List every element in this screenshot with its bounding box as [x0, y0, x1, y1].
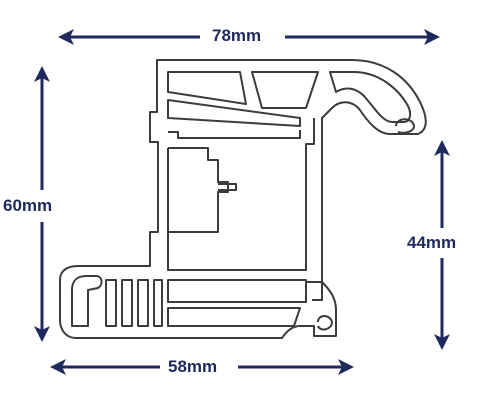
arrowhead-right-bottom: [434, 334, 450, 350]
bottom-chamber-slot-1: [105, 279, 117, 327]
left-dimension-label: 60mm: [2, 196, 54, 216]
arrowhead-top-right: [424, 29, 440, 45]
bottom-chamber-slot-4: [153, 279, 163, 327]
bottom-dimension-label: 58mm: [164, 357, 222, 377]
arrowheads: [34, 29, 450, 375]
top-dimension-label: 78mm: [208, 26, 266, 46]
dimension-arrows: [40, 35, 444, 369]
right-dimension-label: 44mm: [406, 233, 458, 253]
arrowhead-bottom-left: [50, 359, 66, 375]
arrowhead-top-left: [58, 29, 74, 45]
top-rib-lower: [167, 99, 301, 127]
arrowhead-left-bottom: [34, 326, 50, 342]
arrowhead-left-top: [34, 66, 50, 82]
inner-rebate: [167, 118, 315, 271]
glazing-stub: [218, 183, 237, 191]
gasket-hook-top: [168, 130, 301, 139]
bottom-chamber-long-2: [167, 307, 301, 327]
bottom-bead: [317, 315, 333, 331]
top-chamber-middle: [251, 71, 319, 109]
arrowhead-right-top: [434, 140, 450, 156]
bottom-left-hook: [71, 275, 103, 327]
top-chamber-left: [167, 71, 247, 105]
profile-outer-outline: [59, 59, 427, 339]
window-profile-cross-section: [59, 59, 427, 339]
bottom-chamber-long: [167, 279, 307, 303]
bottom-right-channel: [306, 281, 323, 301]
arrowhead-bottom-right: [338, 359, 354, 375]
drip-bead: [395, 118, 415, 134]
bottom-chamber-slot-2: [121, 279, 133, 327]
bottom-chamber-slot-3: [137, 279, 149, 327]
